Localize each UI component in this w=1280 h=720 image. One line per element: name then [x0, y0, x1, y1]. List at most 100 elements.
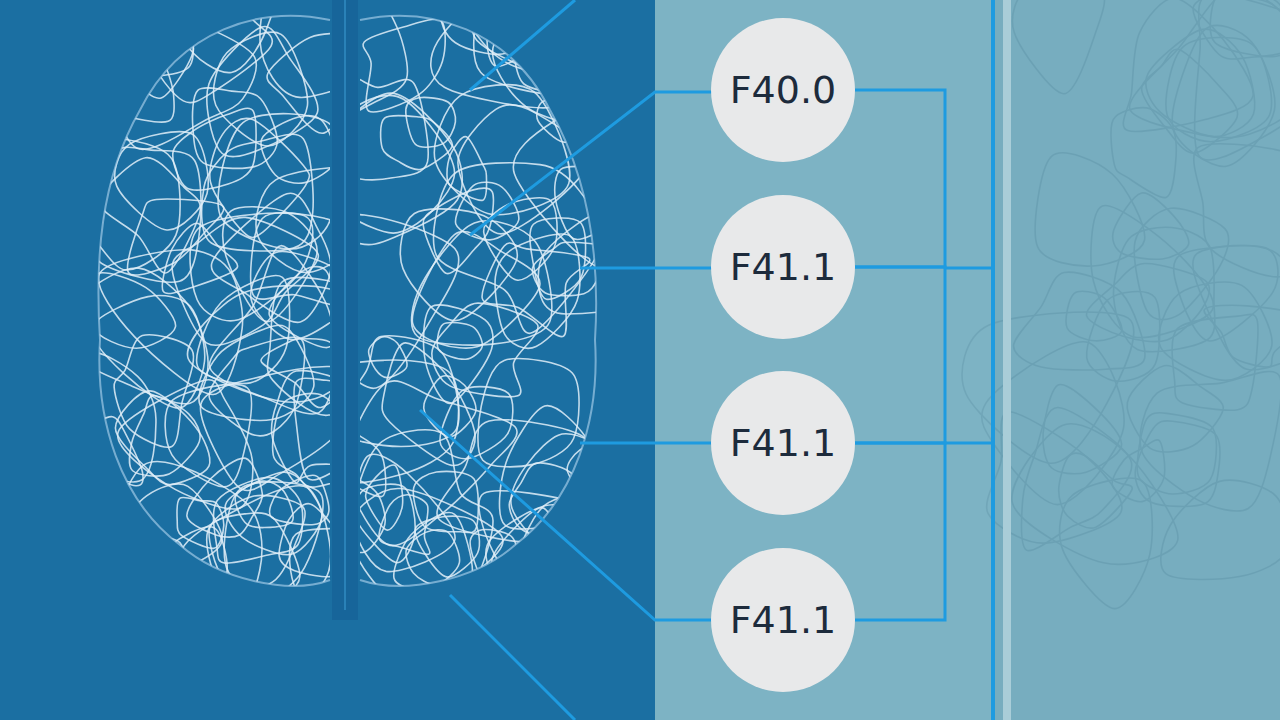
brain-stroke	[1035, 153, 1144, 266]
brain-stroke	[406, 97, 456, 147]
brain-stroke	[1113, 193, 1189, 259]
code-circle: F41.1	[711, 195, 855, 339]
brain-stroke	[172, 217, 318, 345]
brain-stroke	[381, 116, 453, 170]
brain-stroke	[379, 495, 430, 555]
brain-stroke	[110, 538, 187, 607]
brain-stroke	[432, 303, 538, 397]
brain-stroke	[1194, 144, 1280, 277]
leader-lines	[420, 0, 991, 720]
brain-stroke	[1204, 305, 1280, 367]
brain-stroke	[514, 34, 572, 92]
brain-stroke	[225, 472, 322, 555]
brain-stroke	[181, 486, 331, 629]
brain-stroke	[1127, 366, 1223, 452]
brain-stroke	[400, 209, 517, 321]
brain-stroke	[99, 158, 200, 273]
brain-stroke	[104, 20, 256, 149]
right-panel	[655, 0, 1280, 720]
brain-stroke	[261, 116, 336, 184]
code-circle: F41.1	[711, 548, 855, 692]
leader-line	[945, 267, 991, 270]
brain-stroke	[142, 527, 227, 606]
brain-midline	[332, 0, 358, 620]
brain-stroke	[1123, 0, 1253, 131]
diagnosis-code: F41.1	[730, 245, 836, 289]
brain-stroke	[1114, 227, 1215, 351]
brain-stroke	[434, 163, 603, 334]
brain-stroke	[450, 0, 589, 70]
circle-fill	[711, 195, 855, 339]
brain-stroke	[190, 213, 313, 321]
brain-stroke	[1142, 49, 1238, 153]
brain-stroke	[412, 221, 552, 345]
brain-stroke	[192, 88, 277, 169]
leader-line	[470, 0, 575, 90]
blue-rule	[991, 0, 995, 720]
brain-stroke	[474, 0, 596, 94]
brain-stroke	[431, 0, 569, 108]
brain-strokes	[41, 0, 403, 649]
brain-stroke	[269, 267, 339, 348]
circle-fill	[711, 18, 855, 162]
diagnosis-code: F40.0	[730, 68, 836, 112]
brain-stroke	[1137, 413, 1216, 494]
brain-stroke	[1086, 263, 1209, 341]
brain-stroke	[394, 513, 473, 590]
brain-stroke	[49, 508, 155, 586]
brain-stroke	[107, 24, 194, 99]
leader-line	[420, 410, 712, 620]
brain-stroke	[458, 105, 589, 234]
brain-stroke	[162, 223, 237, 293]
leader-line	[945, 442, 991, 445]
brain-stroke	[41, 136, 180, 270]
brain-outline	[360, 16, 596, 586]
brain-stroke	[102, 462, 262, 649]
brain-stroke	[303, 95, 454, 233]
brain-stroke	[106, 0, 193, 76]
leader-line	[450, 595, 575, 720]
circle-fill	[711, 548, 855, 692]
circle-fill	[711, 371, 855, 515]
brain-illustration	[41, 0, 651, 655]
brain-stroke	[306, 93, 463, 245]
pale-rule	[1003, 0, 1011, 720]
code-circle: F41.1	[711, 371, 855, 515]
brain-stroke	[479, 491, 590, 609]
brain-stroke	[118, 380, 253, 509]
leader-line	[580, 442, 712, 445]
brain-stroke	[209, 337, 305, 436]
brain-stroke	[542, 53, 612, 112]
brain-stroke	[173, 108, 256, 190]
brain-stroke	[1021, 407, 1131, 550]
brain-stroke	[224, 482, 323, 600]
brain-stroke	[511, 434, 632, 587]
brain-stroke	[447, 137, 487, 201]
brain-stroke	[437, 322, 482, 359]
brain-stroke	[1111, 108, 1176, 198]
brain-stroke	[86, 510, 143, 565]
brain-stroke	[1161, 480, 1280, 579]
brain-stroke	[1193, 0, 1280, 59]
diagnosis-code: F41.1	[730, 598, 836, 642]
brain-stroke	[1060, 478, 1153, 608]
brain-outline	[98, 16, 330, 586]
brain-stroke	[523, 534, 597, 596]
brain-stroke	[1012, 424, 1178, 564]
brain-stroke	[345, 381, 517, 546]
brain-stroke	[555, 166, 630, 239]
brain-stroke	[567, 443, 623, 500]
brain-stroke	[115, 391, 209, 485]
brain-stroke	[1174, 246, 1278, 341]
brain-stroke	[159, 0, 285, 73]
leader-line	[470, 92, 712, 235]
bracket-connector	[855, 443, 945, 620]
brain-stroke	[369, 337, 407, 378]
brain-stroke	[1172, 25, 1275, 166]
diagnosis-code: F41.1	[730, 421, 836, 465]
brain-stroke	[187, 458, 262, 537]
brain-stroke	[210, 118, 310, 237]
